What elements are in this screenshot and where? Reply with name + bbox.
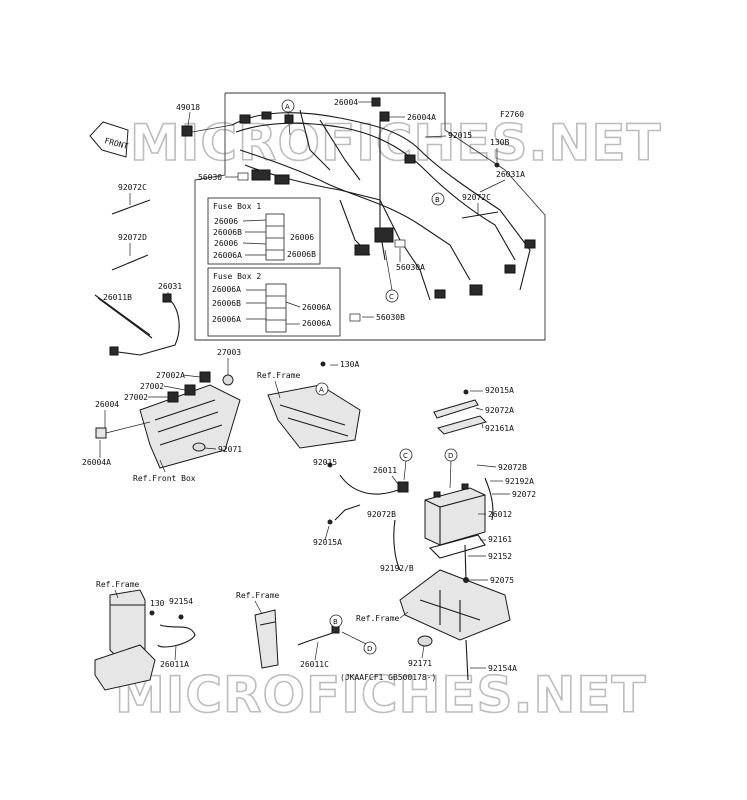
part-number: 27003 [217,348,241,357]
part-number: 56030 [198,173,222,182]
ref-label: Ref.Frame [356,614,400,623]
fuse-label: 26006 [214,239,238,248]
part-number: 26004 [95,400,119,409]
fuse-label: 26006A [302,303,331,312]
part-number: 92072A [485,406,514,415]
part-number: 26011C [300,660,329,669]
ref-label: Ref.Frame [257,371,301,380]
part-number: 92072B [498,463,527,472]
cable-26011b [94,293,180,356]
part-number: 26004 [334,98,358,107]
fuse-label: 26006 [290,233,314,242]
part-number: 26004A [82,458,111,467]
ref-label: Ref.Front Box [133,474,196,483]
part-number: 26012 [488,510,512,519]
part-number: 56030B [376,313,405,322]
fuse-label: 26006A [302,319,331,328]
part-number: 27002A [156,371,185,380]
fuse-label: 26006 [214,217,238,226]
part-number: 92015 [448,131,472,140]
part-number: 92072D [118,233,147,242]
battery-assembly [327,389,494,581]
figure-code: F2760 [500,110,524,119]
part-number: 92154A [488,664,517,673]
callout-d: D [367,645,372,653]
callout-b: B [435,196,440,204]
part-number: 92015A [485,386,514,395]
part-number: 56030A [396,263,425,272]
fuse-box-2-title: Fuse Box 2 [213,272,261,281]
part-number: 26011A [160,660,189,669]
frame-lower-left [94,589,196,691]
fuse-box-1-title: Fuse Box 1 [213,202,261,211]
part-number: 26004A [407,113,436,122]
fuse-box-1: Fuse Box 1 26006 26006B 26006 26006A 260… [207,197,321,265]
part-number: 130 [150,599,165,608]
part-number: 92072C [462,193,491,202]
watermark-top: MICROFICHES.NET [130,114,662,172]
part-number: 92192/B [380,564,414,573]
part-number: 92161 [488,535,512,544]
part-number: 92171 [408,659,432,668]
fuse-label: 26006B [212,299,241,308]
callout-b: B [333,618,338,626]
part-number: 92015A [313,538,342,547]
part-number: 92072 [512,490,536,499]
fuse-label: 26006B [213,228,242,237]
part-number: 27002 [124,393,148,402]
part-number: 92072C [118,183,147,192]
part-number: 26031A [496,170,525,179]
callout-a: A [319,386,324,394]
callout-a: A [285,103,290,111]
ref-label: Ref.Frame [236,591,280,600]
front-box-assembly [95,371,241,469]
battery-tray [399,569,511,681]
watermark-bottom: MICROFICHES.NET [115,666,647,724]
part-number: 26011B [103,293,132,302]
part-number: 92154 [169,597,193,606]
part-number: 26011 [373,466,397,475]
main-harness [181,97,536,301]
part-number: 26031 [158,282,182,291]
part-number: 92192A [505,477,534,486]
ref-label: Ref.Frame [96,580,140,589]
part-number: 92072B [367,510,396,519]
part-number: 92161A [485,424,514,433]
callout-c: C [389,293,394,301]
fuse-label: 26006A [212,315,241,324]
part-number: 130A [340,360,359,369]
fuse-label: 26006A [213,251,242,260]
serial-note: (JKAAFCF1 GB500178-) [340,673,436,682]
harness-enclosure [194,92,546,341]
frame-upper [267,384,361,449]
fuse-box-2: Fuse Box 2 26006A 26006B 26006A 26006A 2… [207,267,341,337]
part-number: 27002 [140,382,164,391]
front-arrow-icon: FRONT [89,121,129,158]
fuse-label: 26006B [287,250,316,259]
part-number: 49018 [176,103,200,112]
part-number: 92071 [218,445,242,454]
callout-d: D [448,452,453,460]
part-number: 92152 [488,552,512,561]
frame-lower-mid [254,609,340,669]
fuse-label: 26006A [212,285,241,294]
part-number: 130B [490,138,509,147]
callout-c: C [403,452,408,460]
part-number: 92075 [490,576,514,585]
